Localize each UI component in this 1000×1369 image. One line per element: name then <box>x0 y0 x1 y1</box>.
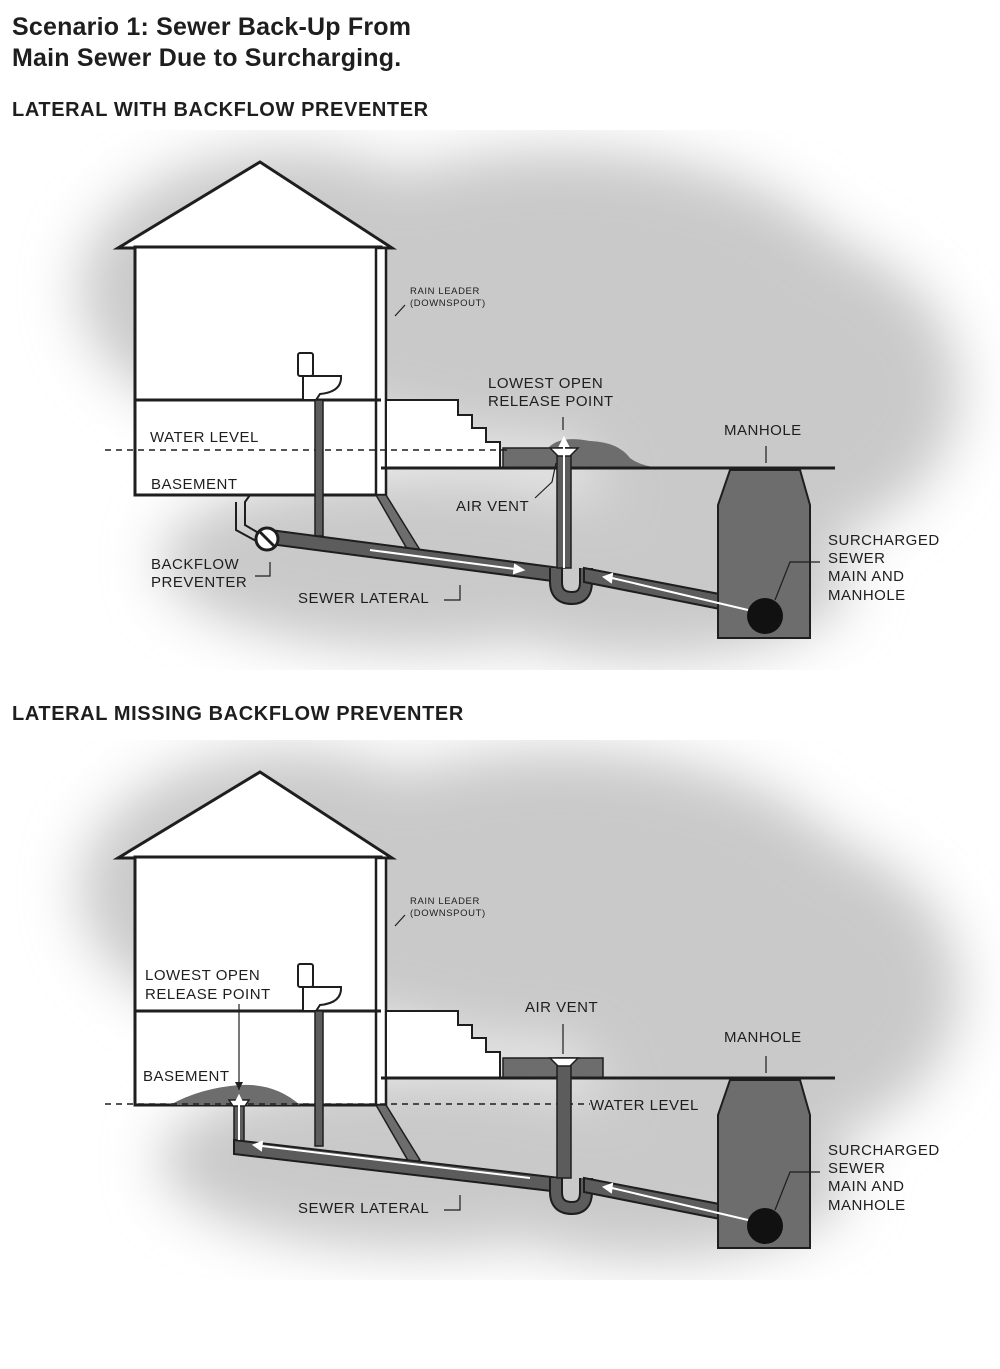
air-vent-cap <box>548 1057 580 1067</box>
sewer-main <box>747 598 783 634</box>
flow-arrow-drain <box>233 1093 245 1140</box>
sewer-lateral-label: SEWER LATERAL <box>298 1200 429 1217</box>
backflow-preventer-icon <box>254 526 280 552</box>
rain-leader-label: RAIN LEADER(DOWNSPOUT) <box>410 286 486 309</box>
flow-arrow-lateral <box>369 549 526 575</box>
diagram2-heading: LATERAL MISSING BACKFLOW PREVENTER <box>12 703 464 725</box>
release-point-arrowhead <box>235 1082 243 1090</box>
flow-arrow-lateral <box>251 1140 531 1179</box>
leader-lines <box>255 304 820 601</box>
flow-arrow-vent <box>558 435 570 568</box>
water-level-label: WATER LEVEL <box>590 1097 699 1114</box>
toilet-icon <box>297 352 343 401</box>
basement-label: BASEMENT <box>143 1068 230 1085</box>
title-line-1: Scenario 1: Sewer Back-Up From <box>12 13 412 41</box>
rain-leader-label: RAIN LEADER(DOWNSPOUT) <box>410 896 486 919</box>
sewer-main <box>747 1208 783 1244</box>
rain-leader-downspout <box>374 856 388 1107</box>
manhole-shaft <box>717 469 811 639</box>
flow-arrow-main <box>601 1182 749 1221</box>
page-title: Scenario 1: Sewer Back-Up From Main Sewe… <box>12 12 411 74</box>
sewer-lateral-label: SEWER LATERAL <box>298 590 429 607</box>
basement-label: BASEMENT <box>151 476 238 493</box>
downspout-underground <box>374 1104 422 1165</box>
floor-drain <box>230 494 263 536</box>
basement-flood-water <box>170 1084 300 1105</box>
diagram1-heading: LATERAL WITH BACKFLOW PREVENTER <box>12 99 429 121</box>
manhole-label: MANHOLE <box>724 1029 802 1046</box>
air-vent-riser <box>556 1057 572 1179</box>
toilet-icon <box>297 963 343 1012</box>
rain-leader-downspout <box>374 246 388 497</box>
toilet-drain-pipe <box>314 399 324 537</box>
flow-arrow-main <box>601 572 749 611</box>
air-vent-label: AIR VENT <box>456 498 529 515</box>
toilet-drain-pipe <box>314 1010 324 1147</box>
water-level-label: WATER LEVEL <box>150 429 259 446</box>
house-wall <box>133 245 383 497</box>
title-line-2: Main Sewer Due to Surcharging. <box>12 44 402 72</box>
leader-lines <box>238 914 820 1211</box>
house-wall <box>133 855 383 1107</box>
manhole-shaft <box>717 1079 811 1249</box>
air-vent-label: AIR VENT <box>525 999 598 1016</box>
overflow-water <box>548 439 660 468</box>
manhole-label: MANHOLE <box>724 422 802 439</box>
